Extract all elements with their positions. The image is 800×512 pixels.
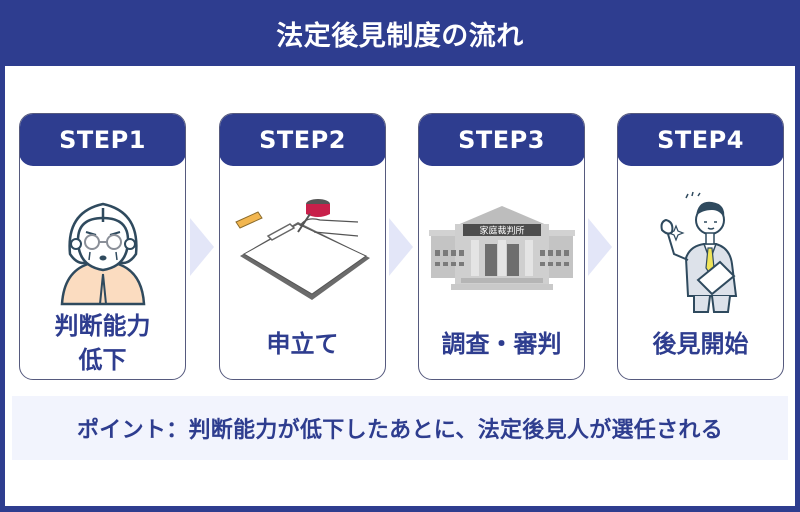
step-label: 申立て [220,309,385,379]
step-label-line: 調査・審判 [441,330,562,358]
step-card-4: STEP4 後見開始 [617,113,784,380]
elderly-woman-worried-icon [20,184,185,314]
step-label: 後見開始 [618,309,783,379]
step-header: STEP3 [419,114,584,166]
step-label: 調査・審判 [419,309,584,379]
step-card-3: STEP3 家庭裁判所 [418,113,585,380]
step-header: STEP4 [618,114,783,166]
step-label-line: 判断能力 [54,311,151,340]
key-point-box: ポイント：判断能力が低下したあとに、法定後見人が選任される [12,396,788,460]
arrow-right-icon [190,218,214,276]
step-header: STEP1 [20,114,185,166]
clipboard-stamp-application-icon [220,184,385,314]
arrow-right-icon [389,218,413,276]
step-label: 判断能力 低下 [20,306,185,379]
court-sign: 家庭裁判所 [479,225,524,237]
family-court-building-icon: 家庭裁判所 [419,184,584,314]
step-card-2: STEP2 申立て [219,113,386,380]
arrow-right-icon [588,218,612,276]
step-label-line: 申立て [266,330,339,358]
step-card-1: STEP1 判断能力 低下 [19,113,186,380]
step-label-line: 低下 [78,345,127,374]
step-header: STEP2 [220,114,385,166]
step-label-line: 後見開始 [652,330,749,358]
diagram-title: 法定後見制度の流れ [276,20,524,52]
businessman-ok-gesture-icon [618,184,783,314]
